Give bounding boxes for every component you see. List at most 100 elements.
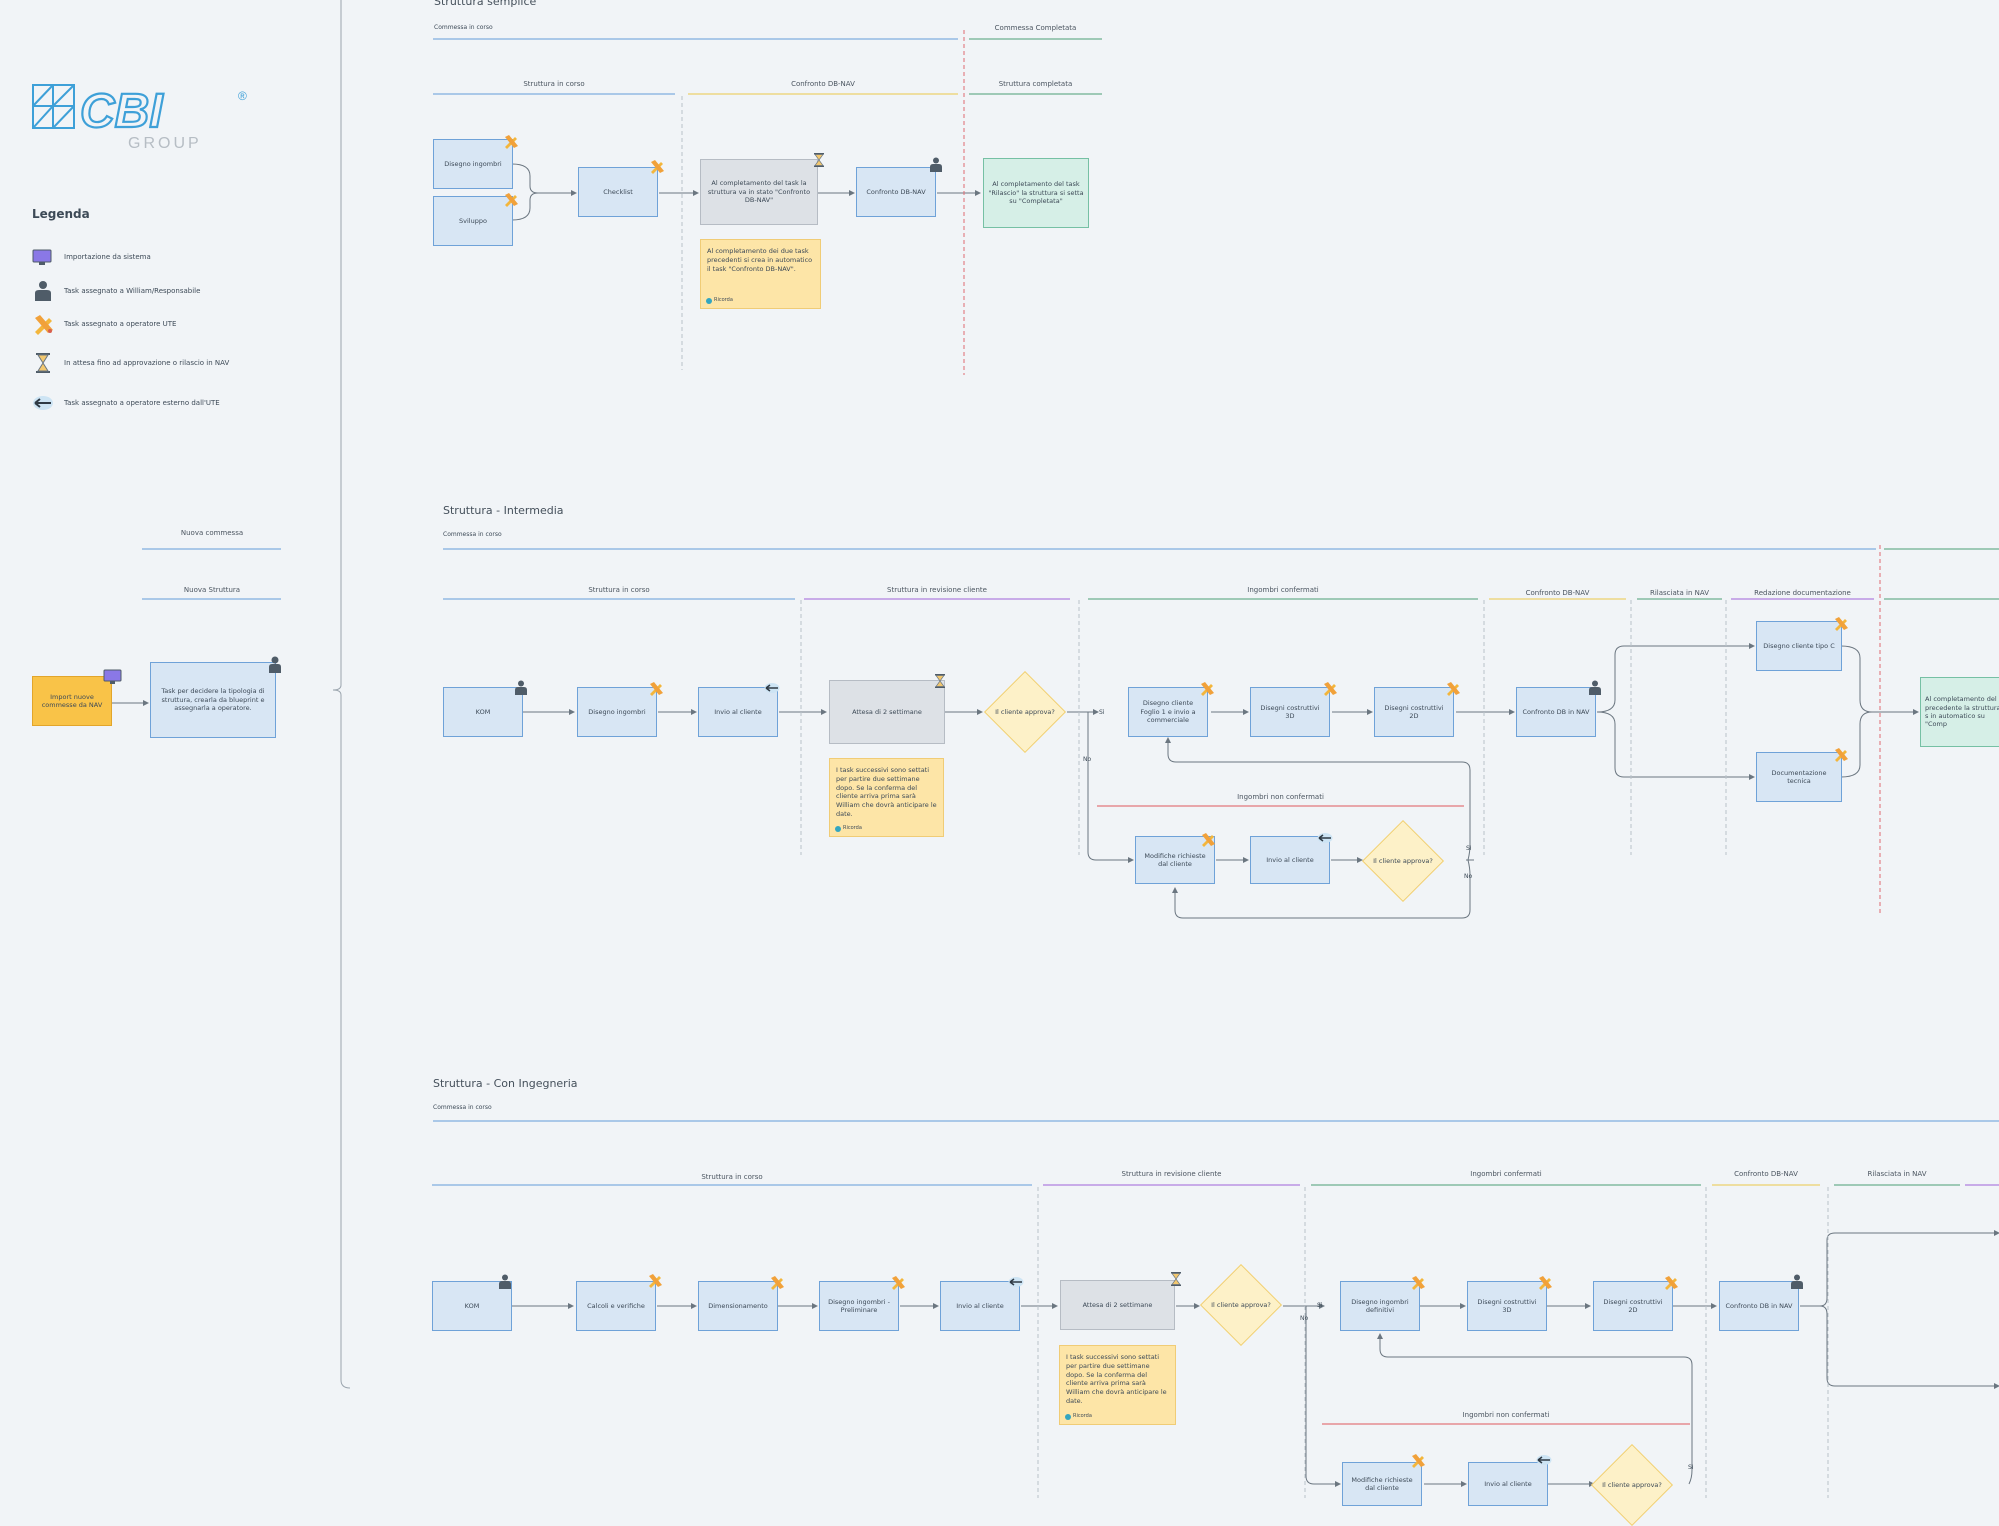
- node-invio-al-cliente[interactable]: Invio al cliente: [698, 687, 778, 737]
- note-text: Al completamento dei due task precedenti…: [707, 247, 813, 273]
- lane-confronto-db-nav: Confronto DB-NAV: [1734, 1170, 1798, 1178]
- phase-commessa-in-corso: Commessa in corso: [434, 24, 493, 31]
- hourglass-icon: [36, 353, 50, 373]
- pencil-ruler-icon: [650, 682, 663, 696]
- lane-nuova-struttura: Nuova Struttura: [183, 586, 241, 594]
- pencil-ruler-icon: [1412, 1454, 1425, 1468]
- legend-label: Task assegnato a William/Responsabile: [64, 287, 201, 295]
- node-disegno-ingombri[interactable]: Disegno ingombri: [577, 687, 657, 737]
- phase-commessa-in-corso: Commessa in corso: [443, 531, 502, 538]
- decision-label: Il cliente approva?: [1373, 856, 1433, 865]
- node-disegno-ingombri-preliminare[interactable]: Disegno ingombri - Preliminare: [819, 1281, 899, 1331]
- yes-label: Sì: [1688, 1464, 1694, 1471]
- node-checklist[interactable]: Checklist: [578, 167, 658, 217]
- person-icon: [1589, 680, 1601, 695]
- note-ingegneria: I task successivi sono settati per parti…: [1059, 1345, 1176, 1425]
- node-disegni-2d[interactable]: Disegni costruttivi 2D: [1374, 687, 1454, 737]
- pencil-ruler-icon: [1835, 748, 1848, 762]
- node-calcoli-verifiche[interactable]: Calcoli e verifiche: [576, 1281, 656, 1331]
- node-disegno-cliente-foglio[interactable]: Disegno cliente Foglio 1 e invio a comme…: [1128, 687, 1208, 737]
- lane-ingombri-non-confermati: Ingombri non confermati: [1237, 793, 1324, 801]
- pencil-ruler-icon: [649, 1274, 662, 1288]
- person-icon: [930, 157, 942, 172]
- arrow-left-icon: [1008, 1277, 1024, 1287]
- pencil-ruler-icon: [1539, 1276, 1552, 1290]
- person-icon: [35, 281, 51, 301]
- logo-group: GROUP: [128, 135, 202, 152]
- lane-struttura-in-corso: Struttura in corso: [701, 1173, 763, 1181]
- reminder-badge: Ricorda: [706, 297, 733, 304]
- node-disegni-2d[interactable]: Disegni costruttivi 2D: [1593, 1281, 1673, 1331]
- node-modifiche-richieste[interactable]: Modifiche richieste dal cliente: [1135, 836, 1215, 884]
- lane-struttura-in-revisione: Struttura in revisione cliente: [1121, 1170, 1222, 1178]
- lane-struttura-in-revisione: Struttura in revisione cliente: [887, 586, 987, 594]
- reminder-icon: [835, 825, 841, 832]
- task-decide-structure-node[interactable]: Task per decidere la tipologia di strutt…: [150, 662, 276, 738]
- node-kom[interactable]: KOM: [432, 1281, 512, 1331]
- lane-nuova-commessa: Nuova commessa: [180, 529, 244, 537]
- node-documentazione-tecnica[interactable]: Documentazione tecnica: [1756, 752, 1842, 802]
- pencil-ruler-icon: [1665, 1276, 1678, 1290]
- reminder-icon: [1065, 1413, 1071, 1420]
- arrow-left-icon: [1317, 833, 1333, 843]
- node-invio-al-cliente-2[interactable]: Invio al cliente: [1250, 836, 1330, 884]
- lane-struttura-completata: Struttura completata: [998, 80, 1073, 88]
- node-disegni-3d[interactable]: Disegni costruttivi 3D: [1467, 1281, 1547, 1331]
- pencil-ruler-icon: [892, 1276, 905, 1290]
- pencil-ruler-icon: [1324, 682, 1337, 696]
- node-confronto-db-nav[interactable]: Confronto DB-NAV: [856, 167, 936, 217]
- pencil-ruler-icon: [35, 315, 53, 335]
- reminder-badge: Ricorda: [835, 825, 862, 832]
- node-disegni-3d[interactable]: Disegni costruttivi 3D: [1250, 687, 1330, 737]
- hourglass-icon: [1171, 1272, 1181, 1286]
- section-title-intermedia: Struttura - Intermedia: [443, 504, 564, 517]
- node-invio-al-cliente-2[interactable]: Invio al cliente: [1468, 1462, 1548, 1506]
- lane-rilasciata-in-nav: Rilasciata in NAV: [1649, 589, 1709, 597]
- node-confronto-db-in-nav[interactable]: Confronto DB in NAV: [1719, 1281, 1799, 1331]
- node-modifiche-richieste[interactable]: Modifiche richieste dal cliente: [1342, 1462, 1422, 1506]
- no-label: No: [1300, 1315, 1309, 1322]
- hourglass-icon: [814, 153, 824, 167]
- pencil-ruler-icon: [505, 193, 518, 207]
- legend-item-external: Task assegnato a operatore esterno dall'…: [32, 394, 220, 412]
- no-label: No: [1464, 873, 1473, 880]
- monitor-icon: [32, 249, 52, 265]
- legend-title: Legenda: [32, 207, 90, 221]
- node-attesa-confronto[interactable]: Al completamento del task la struttura v…: [700, 159, 818, 225]
- node-invio-al-cliente[interactable]: Invio al cliente: [940, 1281, 1020, 1331]
- lane-ingombri-confermati: Ingombri confermati: [1470, 1170, 1542, 1178]
- node-disegno-ingombri[interactable]: Disegno ingombri: [433, 139, 513, 189]
- reminder-label: Ricorda: [843, 825, 862, 832]
- note-simple: Al completamento dei due task precedenti…: [700, 239, 821, 309]
- node-confronto-db-in-nav[interactable]: Confronto DB in NAV: [1516, 687, 1596, 737]
- person-icon: [499, 1274, 511, 1289]
- reminder-label: Ricorda: [714, 297, 733, 304]
- arrow-left-icon: [1536, 1455, 1552, 1465]
- node-disegno-ingombri-definitivi[interactable]: Disegno ingombri definitivi: [1340, 1281, 1420, 1331]
- import-node[interactable]: Import nuove commesse da NAV: [32, 676, 112, 726]
- node-dimensionamento[interactable]: Dimensionamento: [698, 1281, 778, 1331]
- node-attesa-2-settimane[interactable]: Attesa di 2 settimane: [829, 680, 945, 744]
- node-disegno-tipo-c[interactable]: Disegno cliente tipo C: [1756, 621, 1842, 671]
- pencil-ruler-icon: [771, 1276, 784, 1290]
- lane-confronto-db-nav: Confronto DB-NAV: [791, 80, 855, 88]
- node-kom[interactable]: KOM: [443, 687, 523, 737]
- decision-label: Il cliente approva?: [995, 707, 1055, 716]
- reminder-label: Ricorda: [1073, 1413, 1092, 1420]
- node-attesa-2-settimane[interactable]: Attesa di 2 settimane: [1060, 1280, 1175, 1330]
- yes-label: Sì: [1317, 1302, 1323, 1309]
- no-label: No: [1083, 756, 1092, 763]
- node-sviluppo[interactable]: Sviluppo: [433, 196, 513, 246]
- note-intermedia: I task successivi sono settati per parti…: [829, 758, 944, 837]
- arrow-left-icon: [33, 396, 53, 410]
- node-struttura-completata[interactable]: Al completamento del task "Rilascio" la …: [983, 158, 1089, 228]
- pencil-ruler-icon: [505, 135, 518, 149]
- reminder-badge: Ricorda: [1065, 1413, 1092, 1420]
- cbi-logo: CBI ® GROUP: [32, 84, 252, 154]
- hourglass-icon: [935, 674, 945, 688]
- node-struttura-completata[interactable]: Al completamento del precedente la strut…: [1920, 677, 1999, 747]
- yes-label: Sì: [1466, 845, 1472, 852]
- legend-label: Importazione da sistema: [64, 253, 151, 261]
- arrow-left-icon: [764, 683, 780, 693]
- lane-ingombri-non-confermati: Ingombri non confermati: [1462, 1411, 1550, 1419]
